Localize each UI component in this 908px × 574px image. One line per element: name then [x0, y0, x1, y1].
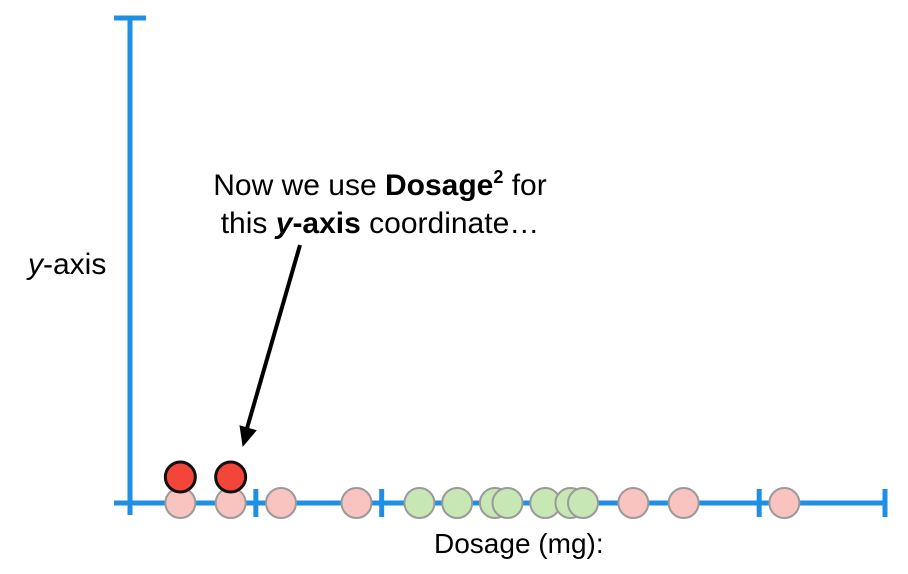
data-point-cured [441, 487, 474, 519]
data-point-not-cured [617, 487, 650, 519]
x-axis-label: Dosage (mg): [434, 528, 604, 559]
arrow-shaft [243, 244, 302, 434]
annotation-arrow [239, 244, 302, 447]
arrow-head [239, 425, 257, 447]
annotation-line-1: Now we use Dosage2 for [213, 167, 547, 202]
y-axis-label: y-axis [28, 248, 107, 281]
annotation-text: Now we use Dosage2 for this y-axis coord… [170, 158, 590, 243]
highlighted-point [163, 460, 197, 494]
highlighted-points [163, 460, 248, 494]
data-point-not-cured [340, 487, 373, 519]
data-point-not-cured [265, 487, 297, 519]
data-point-not-cured [768, 487, 801, 519]
data-point-cured [491, 487, 524, 519]
data-point-cured [403, 487, 436, 519]
data-points [164, 487, 801, 519]
axes [114, 15, 888, 517]
data-point-cured [567, 487, 599, 519]
data-point-not-cured [667, 487, 700, 519]
annotation-line-2: this y-axis coordinate… [220, 207, 540, 240]
highlighted-point [214, 460, 248, 494]
